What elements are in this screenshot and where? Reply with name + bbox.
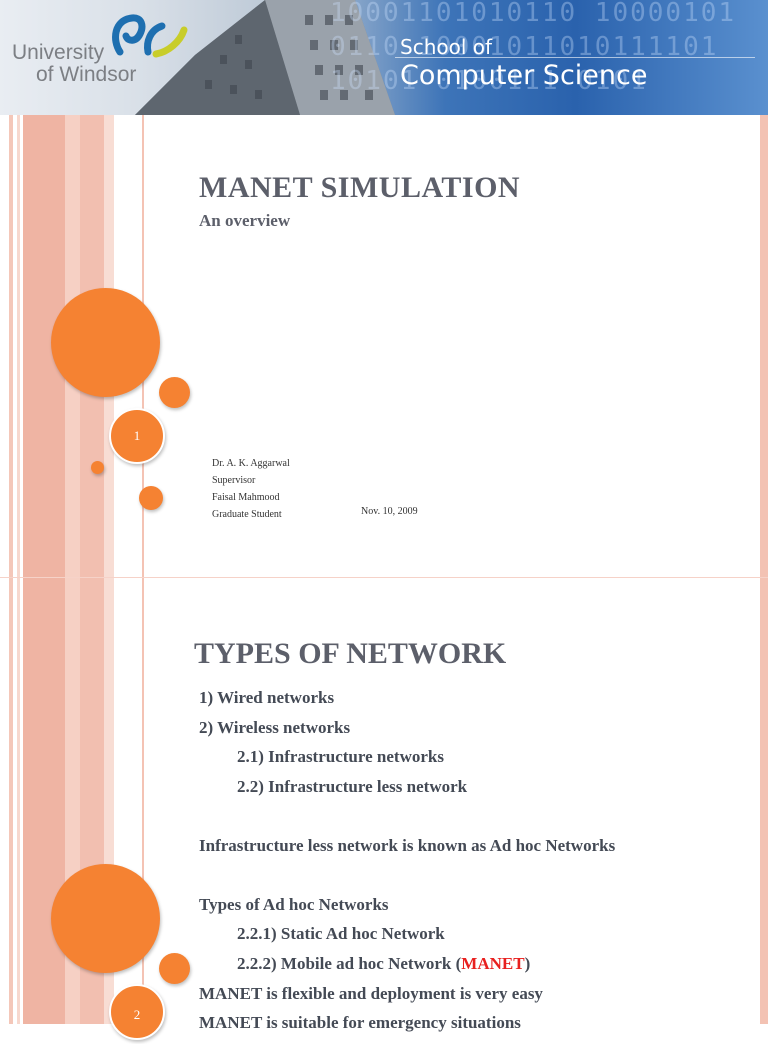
stripe-decoration [760, 115, 768, 1024]
school-name: Computer Science [400, 60, 648, 91]
school-label: School of [400, 35, 493, 59]
stripe-decoration [104, 115, 114, 1024]
credit-line: Graduate Student [212, 509, 282, 520]
presentation-date: Nov. 10, 2009 [361, 506, 418, 517]
list-item: 1) Wired networks [199, 688, 335, 707]
decorative-circle [159, 377, 190, 408]
stripe-decoration [23, 115, 65, 1024]
slide-number-badge: 1 [109, 408, 165, 464]
building-image [135, 0, 395, 115]
university-wordmark: University of Windsor [12, 41, 137, 86]
decorative-circle [51, 864, 160, 973]
stripe-decoration [142, 115, 144, 1024]
decorative-circle [159, 953, 190, 984]
slide-separator [0, 577, 768, 578]
credits-block: Dr. A. K. Aggarwal Supervisor Faisal Mah… [212, 455, 290, 523]
slide-number-badge: 2 [109, 984, 165, 1040]
credit-line: Supervisor [212, 475, 256, 486]
decorative-circle [91, 461, 104, 474]
list-item: Infrastructure less network is known as … [199, 836, 616, 855]
list-item: 2.1) Infrastructure networks [237, 747, 444, 766]
highlight-term: MANET [461, 954, 525, 973]
list-item: 2) Wireless networks [199, 718, 351, 737]
list-item: 2.2.1) Static Ad hoc Network [237, 924, 445, 943]
university-logo-icon [112, 14, 188, 58]
list-item-text: ) [524, 954, 531, 973]
slide-number: 2 [133, 1007, 141, 1022]
list-item: Types of Ad hoc Networks [199, 895, 389, 914]
decorative-circle [51, 288, 160, 397]
list-item: MANET is suitable for emergency situatio… [199, 1013, 521, 1032]
list-item-text: 2.2.2) Mobile ad hoc Network ( [237, 954, 462, 973]
banner-divider [395, 57, 755, 58]
credit-line: Dr. A. K. Aggarwal [212, 458, 290, 469]
list-item: 2.2.2) Mobile ad hoc Network (MANET) [237, 954, 530, 974]
slide-title: TYPES OF NETWORK [194, 637, 507, 670]
slide-subtitle: An overview [199, 211, 291, 230]
decorative-circle [139, 486, 163, 510]
list-item: MANET is flexible and deployment is very… [199, 984, 543, 1003]
stripe-decoration [9, 115, 13, 1024]
slide-number: 1 [133, 428, 141, 443]
slide-title: MANET SIMULATION [199, 171, 521, 204]
list-item: 2.2) Infrastructure less network [237, 777, 468, 796]
credit-line: Faisal Mahmood [212, 492, 280, 503]
stripe-decoration [17, 115, 20, 1024]
